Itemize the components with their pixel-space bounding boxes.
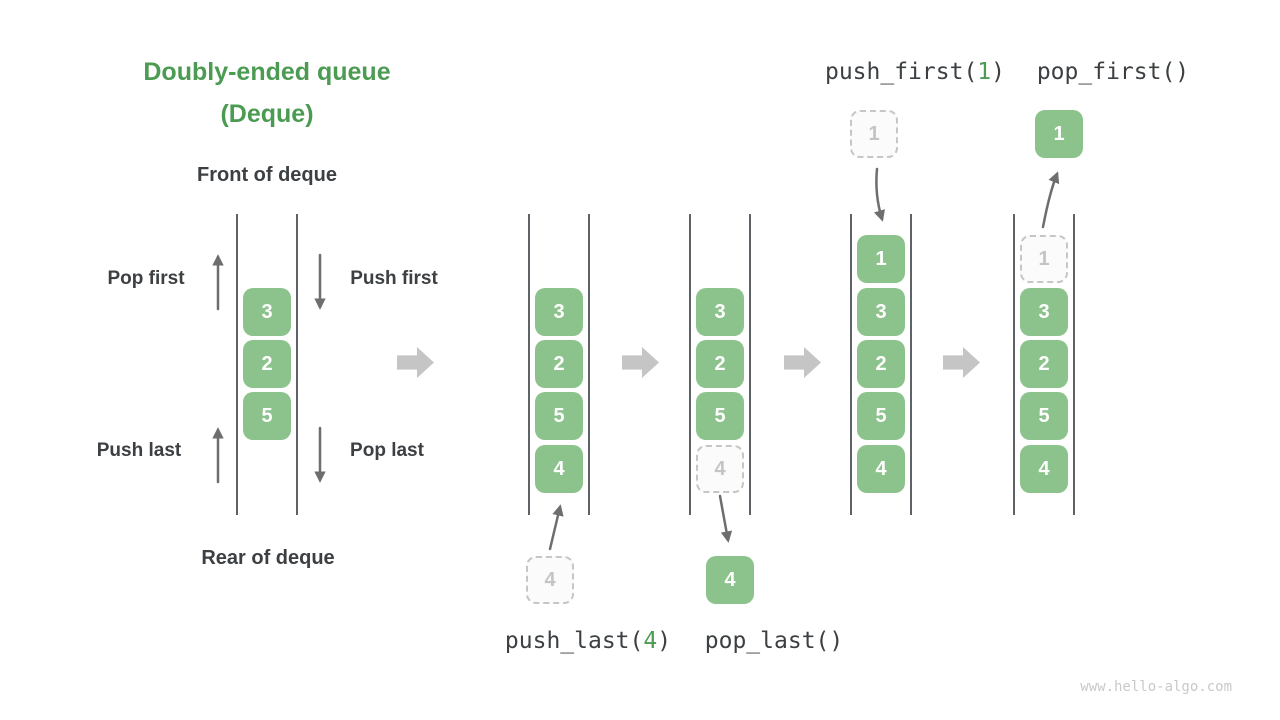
deque-cell: 5 <box>857 392 905 440</box>
deque-cell: 5 <box>535 392 583 440</box>
queue-rail-right <box>749 214 751 515</box>
deque-cell: 1 <box>857 235 905 283</box>
page-title-line2: (Deque) <box>220 100 314 128</box>
deque-cell: 3 <box>243 288 291 336</box>
code-text: push_last( <box>504 628 644 654</box>
deque-cell: 3 <box>1020 288 1068 336</box>
push-first-label: Push first <box>350 268 438 289</box>
push-first-code-label: push_first(1) <box>825 59 1005 85</box>
deque-cell: 3 <box>696 288 744 336</box>
code-arg: 4 <box>643 628 658 654</box>
deque-state-push-last: 3 2 5 4 <box>528 214 590 515</box>
code-text: push_first( <box>824 59 978 85</box>
pop-last-result-cell: 4 <box>706 556 754 604</box>
queue-rail-left <box>689 214 691 515</box>
queue-rail-right <box>910 214 912 515</box>
watermark: www.hello-algo.com <box>1080 679 1232 695</box>
deque-cell: 2 <box>1020 340 1068 388</box>
queue-rail-left <box>528 214 530 515</box>
transition-arrow-icon <box>943 347 980 378</box>
deque-cell: 3 <box>535 288 583 336</box>
code-text: ) <box>657 628 672 654</box>
deque-cell: 5 <box>696 392 744 440</box>
queue-rail-left <box>236 214 238 515</box>
deque-cell-ghost: 1 <box>1020 235 1068 283</box>
deque-state-pop-last: 3 2 5 4 <box>689 214 751 515</box>
queue-rail-left <box>1013 214 1015 515</box>
queue-rail-right <box>1073 214 1075 515</box>
deque-cell: 2 <box>243 340 291 388</box>
deque-cell: 5 <box>243 392 291 440</box>
deque-cell: 4 <box>1020 445 1068 493</box>
pop-first-result-cell: 1 <box>1035 110 1083 158</box>
queue-rail-right <box>296 214 298 515</box>
front-of-deque-label: Front of deque <box>197 164 337 186</box>
transition-arrow-icon <box>622 347 659 378</box>
deque-cell: 2 <box>535 340 583 388</box>
push-last-label: Push last <box>96 440 182 461</box>
deque-concept: 3 2 5 <box>236 214 298 515</box>
queue-rail-left <box>850 214 852 515</box>
push-first-source-cell: 1 <box>850 110 898 158</box>
deque-cell: 4 <box>857 445 905 493</box>
deque-cell: 5 <box>1020 392 1068 440</box>
deque-cell: 3 <box>857 288 905 336</box>
deque-cell: 2 <box>857 340 905 388</box>
deque-state-push-first: 1 3 2 5 4 <box>850 214 912 515</box>
rear-of-deque-label: Rear of deque <box>201 547 335 569</box>
transition-arrow-icon <box>397 347 434 378</box>
code-arg: 1 <box>977 59 992 85</box>
deque-cell-ghost: 4 <box>696 445 744 493</box>
pop-first-label: Pop first <box>107 268 185 289</box>
transition-arrow-icon <box>784 347 821 378</box>
deque-cell: 4 <box>535 445 583 493</box>
page-title-line1: Doubly-ended queue <box>143 58 391 86</box>
push-last-code-label: push_last(4) <box>505 628 671 654</box>
deque-cell: 2 <box>696 340 744 388</box>
push-last-source-cell: 4 <box>526 556 574 604</box>
queue-rail-right <box>588 214 590 515</box>
code-text: ) <box>991 59 1006 85</box>
deque-state-pop-first: 1 3 2 5 4 <box>1013 214 1075 515</box>
push-first-motion-arrow <box>873 167 885 222</box>
pop-first-code-label: pop_first() <box>1036 59 1190 85</box>
pop-last-code-label: pop_last() <box>704 628 844 654</box>
pop-last-label: Pop last <box>350 440 424 461</box>
